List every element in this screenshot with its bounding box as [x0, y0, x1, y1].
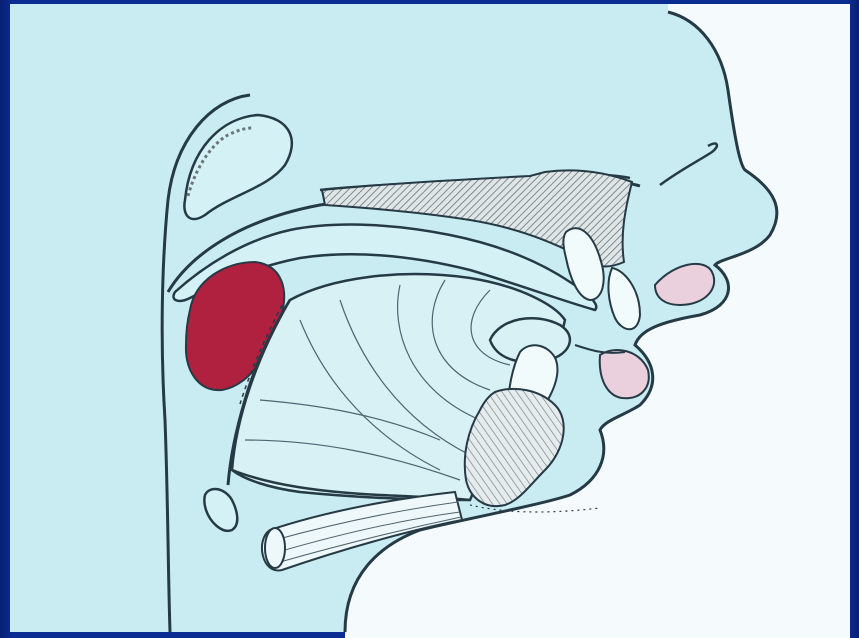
upper-lip [655, 264, 714, 305]
lower-lip [600, 350, 649, 398]
upper-tooth-root [608, 268, 640, 329]
nostril [660, 144, 717, 185]
epiglottis [204, 489, 237, 531]
muscle-cross-section [265, 528, 285, 568]
